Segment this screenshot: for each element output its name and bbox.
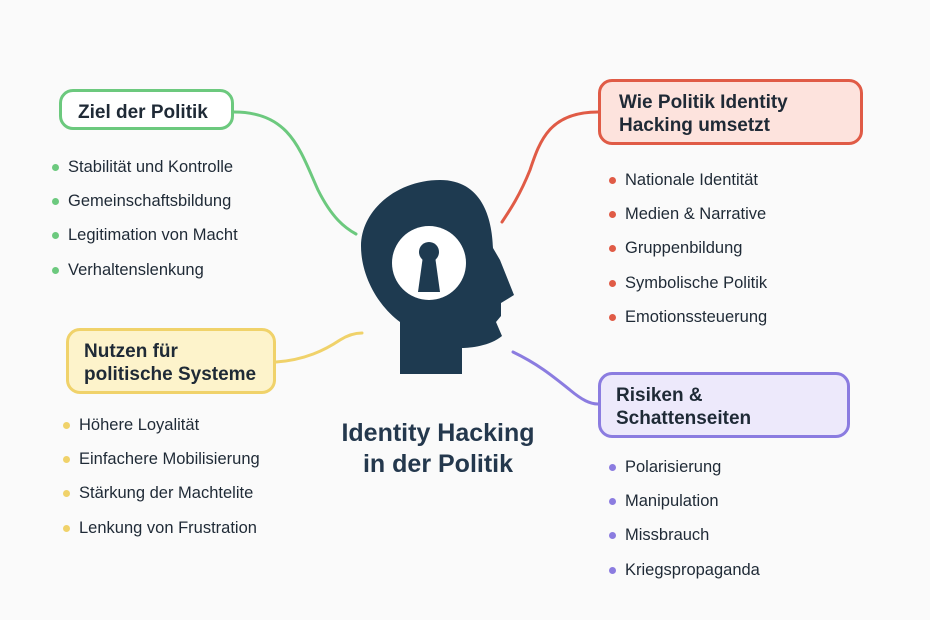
diagram-title-line: Identity Hacking bbox=[341, 419, 535, 447]
branch-list-umsetzung: Nationale Identität Medien & Narrative G… bbox=[609, 163, 767, 334]
branch-title-line: Risiken & bbox=[616, 385, 703, 406]
list-item: Verhaltenslenkung bbox=[52, 253, 238, 287]
connector-ziel bbox=[232, 110, 358, 236]
list-item: Kriegspropaganda bbox=[609, 553, 760, 587]
list-item: Emotionssteuerung bbox=[609, 300, 767, 334]
list-item: Legitimation von Macht bbox=[52, 218, 238, 252]
bullet-dot bbox=[609, 313, 616, 321]
bullet-dot bbox=[52, 198, 59, 206]
bullet-dot bbox=[63, 490, 70, 498]
list-item: Gemeinschaftsbildung bbox=[52, 184, 238, 218]
bullet-dot bbox=[63, 422, 70, 429]
branch-box-risiken: Risiken & Schattenseiten bbox=[598, 372, 850, 438]
bullet-dot bbox=[52, 232, 59, 240]
diagram-title-line: in der Politik bbox=[362, 450, 514, 478]
bullet-dot bbox=[609, 498, 616, 506]
branch-box-ziel: Ziel der Politik bbox=[59, 89, 234, 130]
list-item: Höhere Loyalität bbox=[63, 408, 260, 442]
connector-nutzen bbox=[274, 331, 364, 364]
branch-title-line: Hacking umsetzt bbox=[619, 115, 770, 136]
list-item: Lenkung von Frustration bbox=[63, 511, 260, 545]
branch-title-line: Ziel der Politik bbox=[78, 102, 208, 123]
bullet-dot bbox=[609, 177, 616, 184]
bullet-dot bbox=[609, 279, 616, 287]
bullet-dot bbox=[609, 211, 616, 219]
branch-title-line: Schattenseiten bbox=[616, 408, 752, 429]
branch-list-ziel: Stabilität und Kontrolle Gemeinschaftsbi… bbox=[52, 150, 238, 287]
bullet-dot bbox=[609, 566, 616, 574]
connector-umsetzung bbox=[500, 110, 600, 224]
bullet-dot bbox=[52, 164, 59, 171]
bullet-dot bbox=[609, 464, 616, 471]
bullet-dot bbox=[609, 245, 616, 253]
branch-box-umsetzung: Wie Politik Identity Hacking umsetzt bbox=[598, 79, 863, 145]
branch-box-nutzen: Nutzen für politische Systeme bbox=[66, 328, 276, 394]
list-item: Stärkung der Machtelite bbox=[63, 476, 260, 510]
list-item: Einfachere Mobilisierung bbox=[63, 442, 260, 476]
list-item: Gruppenbildung bbox=[609, 231, 767, 265]
list-item: Medien & Narrative bbox=[609, 197, 767, 231]
list-item: Manipulation bbox=[609, 484, 760, 518]
branch-title-line: politische Systeme bbox=[84, 364, 257, 385]
branch-title-line: Nutzen für bbox=[84, 341, 178, 362]
bullet-dot bbox=[63, 524, 70, 532]
head-keyhole-icon bbox=[361, 180, 514, 374]
connector-risiken bbox=[511, 350, 600, 406]
list-item: Polarisierung bbox=[609, 450, 760, 484]
list-item: Missbrauch bbox=[609, 518, 760, 552]
branch-list-nutzen: Höhere Loyalität Einfachere Mobilisierun… bbox=[63, 408, 260, 545]
list-item: Nationale Identität bbox=[609, 163, 767, 197]
bullet-dot bbox=[63, 456, 70, 464]
diagram-title: Identity Hacking in der Politik bbox=[318, 418, 558, 480]
branch-list-risiken: Polarisierung Manipulation Missbrauch Kr… bbox=[609, 450, 760, 587]
list-item: Symbolische Politik bbox=[609, 266, 767, 300]
branch-title-line: Wie Politik Identity bbox=[619, 92, 788, 113]
bullet-dot bbox=[609, 532, 616, 540]
list-item: Stabilität und Kontrolle bbox=[52, 150, 238, 184]
bullet-dot bbox=[52, 266, 59, 274]
